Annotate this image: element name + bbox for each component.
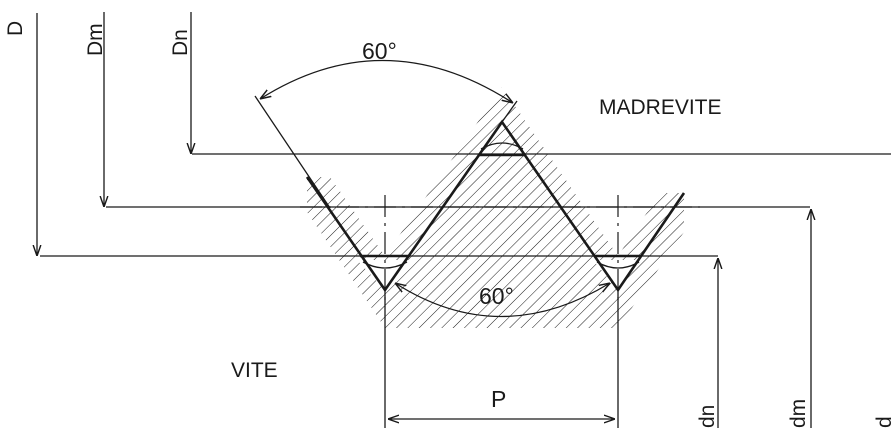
label-dn: dn: [696, 405, 719, 428]
label-nut: MADREVITE: [599, 96, 722, 119]
nut-diameter-leaders: [37, 12, 191, 256]
thread-roots: [360, 142, 641, 269]
label-Dm: Dm: [84, 23, 107, 56]
label-D: D: [4, 21, 27, 36]
screw-diameter-leaders: [718, 209, 811, 428]
label-Dn: Dn: [169, 29, 192, 56]
label-screw: VITE: [231, 359, 278, 382]
top-angle-dimension: [254, 59, 518, 209]
pitch-dimension: [384, 290, 619, 428]
bottom-angle-dimension: [395, 283, 610, 318]
label-angle-bottom: 60°: [479, 283, 514, 309]
label-pitch: P: [491, 386, 506, 412]
label-d: d: [873, 416, 891, 428]
label-angle-top: 60°: [362, 38, 397, 64]
label-dm: dm: [787, 399, 810, 428]
screw-hatching: [307, 87, 684, 328]
